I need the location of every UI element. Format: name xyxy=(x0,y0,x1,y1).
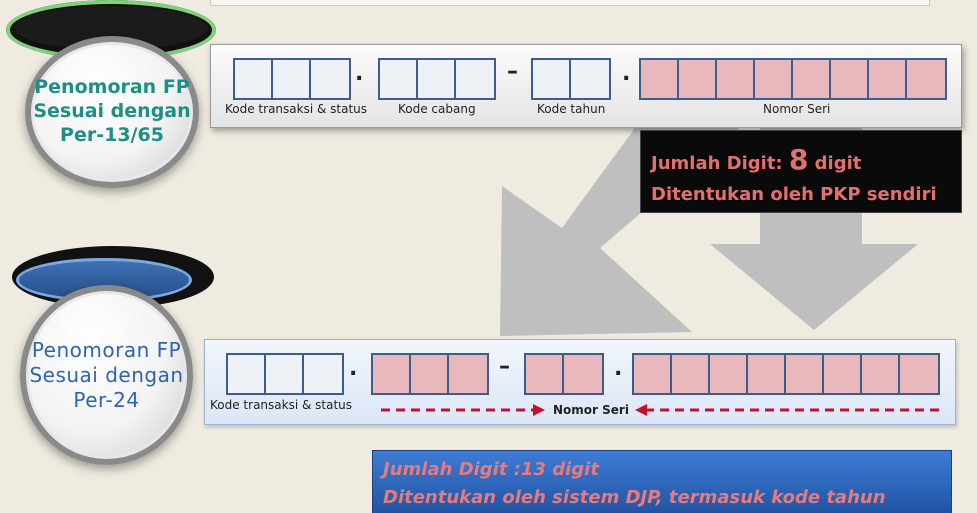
top-digit-cell xyxy=(273,60,311,98)
bottom-badge: Penomoran FP Sesuai dengan Per-24 xyxy=(20,285,193,465)
bottom-info-box: Jumlah Digit :13 digit Ditentukan oleh s… xyxy=(372,450,952,513)
bottom-digit-cell xyxy=(564,355,602,393)
bottom-digit-cell xyxy=(710,355,748,393)
bottom-label-kode-transaksi: Kode transaksi & status xyxy=(210,398,353,412)
dashed-arrow-right-head xyxy=(635,404,647,416)
top-badge-line-3: Per-13/65 xyxy=(60,123,164,146)
top-info-prefix: Jumlah Digit: xyxy=(651,153,789,174)
top-digit-cell xyxy=(793,60,831,98)
top-info-line-2: Ditentukan oleh PKP sendiri xyxy=(651,184,937,205)
top-badge-line-2: Sesuai dengan xyxy=(33,100,191,123)
top-digit-cell xyxy=(641,60,679,98)
top-digit-cell xyxy=(235,60,273,98)
bottom-badge-line-1: Penomoran FP xyxy=(31,337,182,362)
dashed-arrow-left-head xyxy=(533,404,545,416)
bottom-info-line-2: Ditentukan oleh sistem DJP, termasuk kod… xyxy=(383,487,886,508)
top-separator-3: . xyxy=(622,61,631,86)
top-badge-text: Penomoran FP Sesuai dengan Per-13/65 xyxy=(33,76,190,147)
bottom-digit-cell xyxy=(672,355,710,393)
top-digit-cell xyxy=(571,60,609,98)
top-label-kode-transaksi: Kode transaksi & status xyxy=(225,102,368,116)
bottom-digit-cell xyxy=(900,355,938,393)
top-digit-cell xyxy=(679,60,717,98)
bottom-separator-3: . xyxy=(614,356,623,381)
bottom-group-tahun-serial xyxy=(524,353,604,395)
bottom-digit-cell xyxy=(228,355,266,393)
bottom-group-kode-transaksi xyxy=(226,353,344,395)
top-digit-cell xyxy=(907,60,945,98)
top-separator-1: . xyxy=(355,61,364,86)
top-badge-line-1: Penomoran FP xyxy=(34,76,190,99)
bottom-digit-cell xyxy=(411,355,449,393)
bottom-label-nomor-seri: Nomor Seri xyxy=(553,403,629,417)
top-group-kode-cabang xyxy=(378,58,496,100)
top-group-nomor-seri xyxy=(639,58,947,100)
top-digit-cell xyxy=(533,60,571,98)
bottom-format-panel: . – . Kode transaksi & status Nomor Seri xyxy=(204,339,956,425)
top-label-kode-cabang: Kode cabang xyxy=(398,102,476,116)
top-label-kode-tahun: Kode tahun xyxy=(537,102,606,116)
bottom-digit-cell xyxy=(748,355,786,393)
bottom-group-cabang-serial xyxy=(371,353,489,395)
bottom-digit-cell xyxy=(304,355,342,393)
bottom-digit-cell xyxy=(449,355,487,393)
top-strip xyxy=(210,0,930,6)
bottom-separator-1: . xyxy=(349,356,358,381)
bottom-badge-line-2: Sesuai dengan xyxy=(29,362,184,387)
bottom-digit-cell xyxy=(634,355,672,393)
top-digit-cell xyxy=(311,60,349,98)
bottom-badge-line-3: Per-24 xyxy=(73,387,140,412)
top-digit-cell xyxy=(380,60,418,98)
top-info-box: Jumlah Digit: 8 digit Ditentukan oleh PK… xyxy=(640,130,962,213)
top-digit-cell xyxy=(831,60,869,98)
top-info-line-1: Jumlah Digit: 8 digit xyxy=(651,144,961,179)
bottom-separator-2: – xyxy=(499,354,510,379)
top-digit-cell xyxy=(418,60,456,98)
bottom-group-nomor-seri xyxy=(632,353,940,395)
top-badge: Penomoran FP Sesuai dengan Per-13/65 xyxy=(25,36,199,188)
top-info-suffix: digit xyxy=(808,153,862,174)
bottom-serial-dashed-arrows xyxy=(381,404,940,416)
bottom-digit-cell xyxy=(266,355,304,393)
top-format-panel: . – . Kode transaksi & status Kode caban… xyxy=(210,44,962,128)
bottom-info-line-1: Jumlah Digit :13 digit xyxy=(383,459,599,480)
top-separator-2: – xyxy=(507,59,518,84)
top-digit-cell xyxy=(755,60,793,98)
bottom-badge-text: Penomoran FP Sesuai dengan Per-24 xyxy=(29,338,183,413)
top-group-kode-transaksi xyxy=(233,58,351,100)
top-info-digit-count: 8 xyxy=(788,143,809,176)
bottom-digit-cell xyxy=(862,355,900,393)
top-group-kode-tahun xyxy=(531,58,611,100)
top-digit-cell xyxy=(717,60,755,98)
top-digit-cell xyxy=(869,60,907,98)
bottom-digit-cell xyxy=(824,355,862,393)
bottom-digit-cell xyxy=(526,355,564,393)
top-label-nomor-seri: Nomor Seri xyxy=(763,102,831,116)
top-digit-cell xyxy=(456,60,494,98)
bottom-digit-cell xyxy=(786,355,824,393)
bottom-digit-cell xyxy=(373,355,411,393)
